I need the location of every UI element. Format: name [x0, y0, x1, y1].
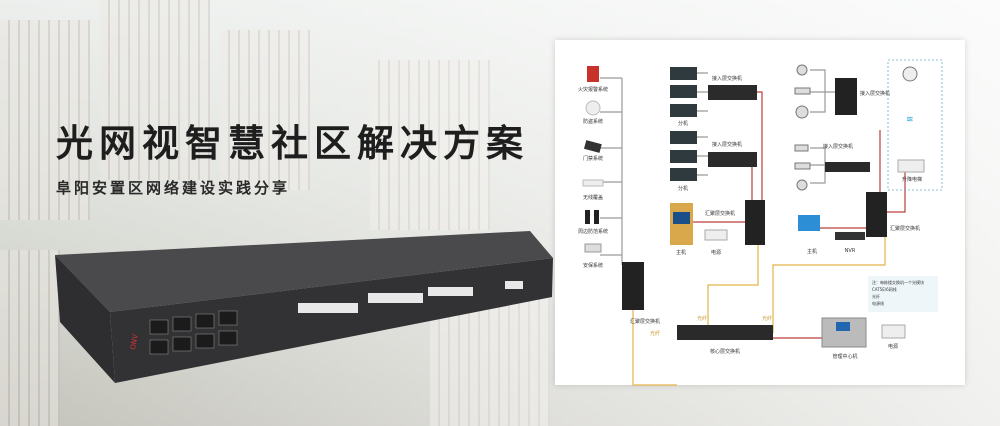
label-fire-alarm: 火灾报警系统	[577, 87, 609, 93]
label-fiber: 光纤	[649, 331, 661, 337]
aggregation-switch-icon	[622, 262, 644, 310]
legend-note: 注：每栋楼交换机一个光模块	[872, 280, 924, 285]
dome-camera-icon	[902, 66, 918, 82]
fiber-link	[632, 235, 886, 386]
label-aggregation-switch: 汇聚层交换机	[629, 319, 661, 325]
router-icon	[582, 179, 604, 187]
legend-item: CAT5E/6网线	[872, 287, 897, 292]
poe-switch-icon	[708, 85, 757, 100]
label-host: 主机	[675, 250, 687, 256]
label-fiber: 光纤	[696, 316, 708, 322]
legend-item: 光纤	[872, 294, 880, 299]
label-core-switch: 核心层交换机	[709, 349, 741, 355]
label-power: 电源	[887, 344, 899, 350]
industrial-switch-icon	[835, 78, 857, 115]
sfp-ports	[298, 281, 523, 313]
label-aggregation-switch: 汇聚层交换机	[704, 211, 736, 217]
label-access-switch: 接入层交换机	[822, 144, 854, 150]
core-switch-icon	[677, 325, 773, 340]
label-elevator: 升降电梯	[901, 177, 923, 183]
pc-monitor-icon	[798, 215, 820, 231]
system-wiring	[600, 69, 870, 265]
poe-switch-icon	[708, 152, 757, 167]
label-power: 电源	[710, 250, 722, 256]
aggregation-switch-icon	[745, 200, 765, 245]
label-access-switch: 接入层交换机	[711, 142, 743, 148]
legend-item: 电源线	[872, 301, 884, 306]
rj45-ports	[149, 310, 238, 355]
label-nvr: NVR	[844, 248, 856, 254]
aggregation-switch-icon	[866, 192, 887, 237]
beam-sensor-icon	[585, 210, 590, 224]
label-aggregation-switch: 汇聚层交换机	[889, 226, 921, 232]
rack-switch-icon	[825, 162, 870, 172]
label-host: 主机	[806, 249, 818, 255]
label-access-switch: 接入层交换机	[711, 76, 743, 82]
power-supply-icon	[881, 324, 906, 339]
fire-alarm-icon	[587, 66, 599, 82]
legend-box	[868, 276, 938, 312]
brand-logo: ONV	[129, 333, 140, 350]
label-extension: 分机	[677, 186, 689, 192]
camera-icons	[794, 64, 811, 191]
door-controller-icon	[583, 140, 602, 153]
label-fiber: 光纤	[761, 316, 773, 322]
smoke-detector-icon	[585, 100, 601, 116]
wifi-icon: ≋	[906, 115, 914, 125]
power-supply-icon	[704, 229, 728, 241]
label-extension: 分机	[677, 121, 689, 127]
label-wireless: 无线覆盖	[582, 195, 604, 201]
banner-subtitle: 阜阳安置区网络建设实践分享	[56, 179, 291, 197]
label-anti-theft: 防盗系统	[582, 119, 604, 125]
network-switch-product: ONV	[55, 231, 553, 383]
banner-title: 光网视智慧社区解决方案	[56, 122, 529, 165]
elevator-controller-icon	[897, 159, 925, 173]
label-security: 安保系统	[582, 263, 604, 269]
label-management-center: 管理中心机	[832, 354, 858, 360]
label-perimeter: 周边防范系统	[577, 229, 609, 235]
diagram-legend: 注：每栋楼交换机一个光模块 CAT5E/6网线 光纤 电源线	[872, 279, 924, 307]
outdoor-camera-icon	[584, 243, 602, 253]
label-access-switch: 接入层交换机	[859, 91, 891, 97]
nvr-icon	[835, 232, 865, 240]
extension-panels	[670, 67, 697, 181]
label-access-control: 门禁系统	[582, 156, 604, 162]
